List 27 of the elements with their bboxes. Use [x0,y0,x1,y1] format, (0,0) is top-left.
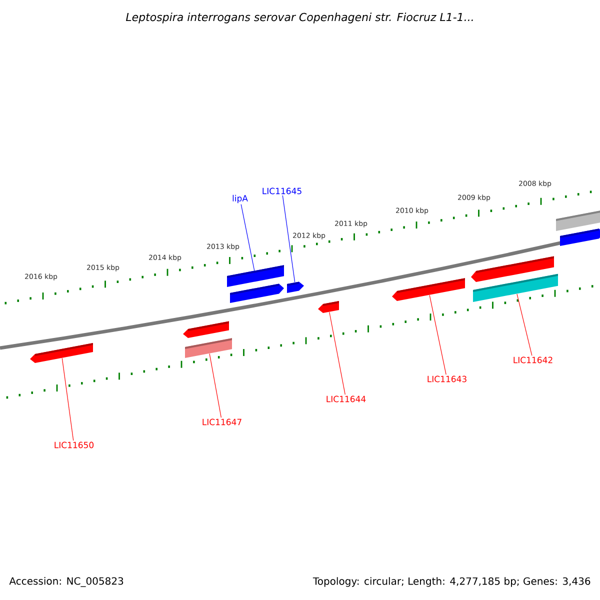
gene-feature [392,278,465,302]
gene-feature [185,338,232,358]
diagram-title: Leptospira interrogans serovar Copenhageni str. Fiocruz L1-1... [126,12,473,24]
gene-feature [30,343,93,364]
footer-text: Accession: NC_005823 [9,577,124,587]
leader-line [282,195,296,283]
gene-label: LIC11650 [54,442,94,448]
gene-label: LIC11644 [326,396,366,402]
gene-label: LIC11642 [514,356,552,364]
leader-line [516,294,532,356]
gene-label: LIC11645 [262,188,302,194]
leader-line [209,353,222,418]
gene-feature [230,284,284,303]
gene-label: LIC11647 [202,418,242,426]
footer-text: Topology: circular; Length: 4,277,185 bp; Genes: 3,436 [312,577,590,587]
gene-feature [183,321,229,338]
gene-feature [560,228,600,246]
gene-feature [473,274,558,302]
gene-feature [287,282,304,293]
leader-line [329,312,346,395]
gene-label: lipA [232,194,248,204]
gene-feature [318,301,339,314]
gene-label: LIC11643 [428,376,466,382]
leader-line [62,358,74,441]
gene-feature [556,210,600,231]
leader-line [429,294,446,375]
gene-feature [227,265,284,287]
